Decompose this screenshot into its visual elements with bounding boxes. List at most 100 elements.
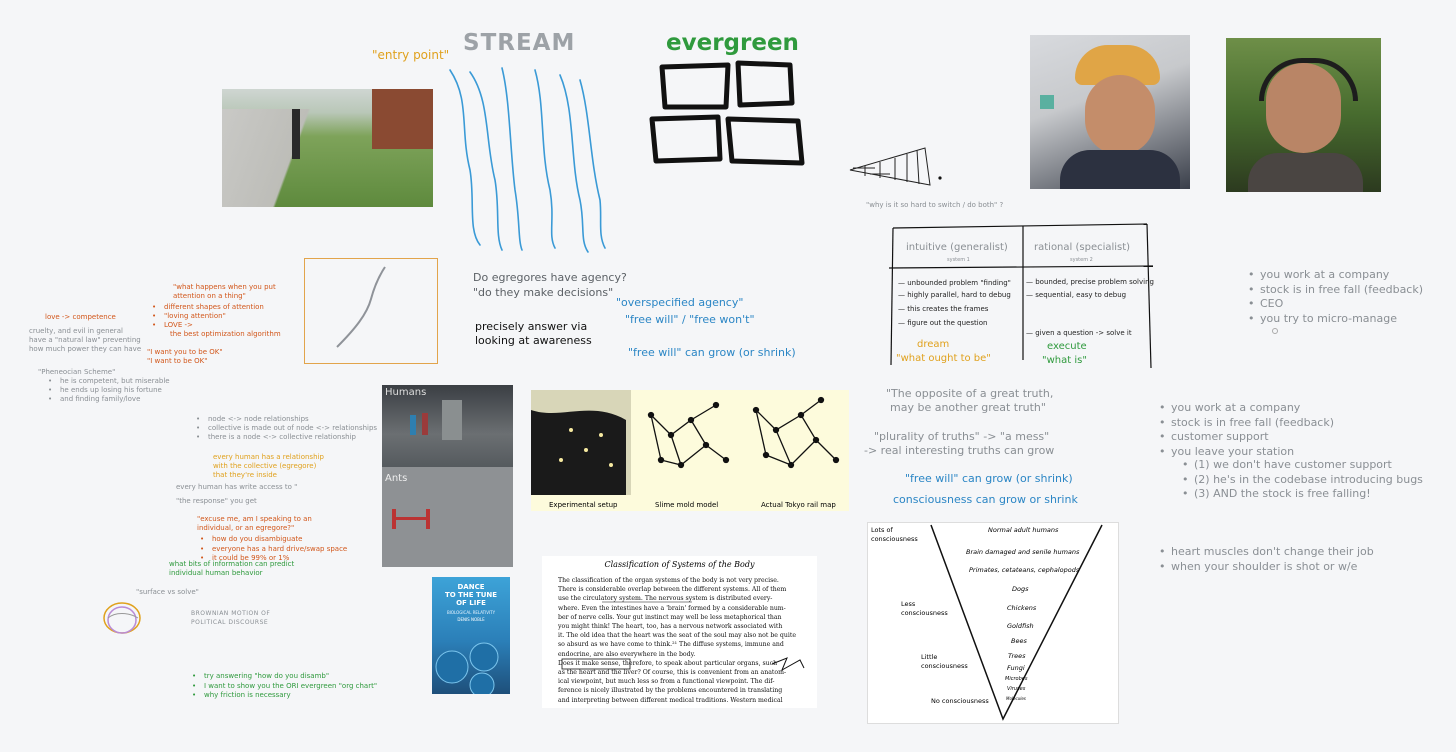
- empty-sub-bullet: [1272, 328, 1278, 334]
- cruelty-1: cruelty, and evil in general: [29, 327, 123, 335]
- cruelty-2: have a "natural law" preventing: [29, 336, 141, 344]
- list-item: "loving attention": [152, 312, 264, 321]
- list-item: collective is made out of node <-> relat…: [196, 424, 377, 433]
- what-ought-label: "what ought to be": [896, 353, 991, 364]
- pheno-list: he is competent, but miserable he ends u…: [48, 377, 170, 404]
- item-normal-humans: Normal adult humans: [988, 526, 1058, 534]
- plurality-line-2: -> real interesting truths can grow: [864, 444, 1054, 457]
- person-photo-2: [1226, 38, 1381, 192]
- intuitive-row-1: — unbounded problem "finding": [898, 279, 1011, 287]
- list-item: node <-> node relationships: [196, 415, 377, 424]
- item-microbes: Microbes: [1005, 676, 1027, 682]
- bits-info-2: individual human behavior: [169, 569, 263, 577]
- list-item: how do you disambiguate: [200, 535, 347, 545]
- list-item: CEO: [1248, 297, 1423, 312]
- write-access: every human has write access to ": [176, 483, 297, 491]
- ants-photo: Ants: [382, 467, 513, 567]
- brownian-2: POLITICAL DISCOURSE: [191, 619, 268, 626]
- body-list: heart muscles don't change their job whe…: [1159, 545, 1374, 574]
- consciousness-grow: consciousness can grow or shrink: [893, 493, 1078, 506]
- brownian-1: BROWNIAN MOTION OF: [191, 610, 270, 617]
- want-ok-2: "I want to be OK": [147, 357, 207, 365]
- rational-row-3: — given a question -> solve it: [1026, 329, 1132, 337]
- list-item: he ends up losing his fortune: [48, 386, 170, 395]
- every-human-2: with the collective (egregore): [213, 462, 316, 470]
- entry-point-label: "entry point": [372, 48, 449, 62]
- list-item: you try to micro-manage: [1248, 312, 1423, 327]
- list-item: he is competent, but miserable: [48, 377, 170, 386]
- dream-label: dream: [917, 339, 949, 350]
- list-item: heart muscles don't change their job: [1159, 545, 1374, 560]
- list-item: (1) we don't have customer support: [1182, 458, 1423, 473]
- rational-row-2: — sequential, easy to debug: [1026, 291, 1126, 299]
- list-item: I want to show you the ORI evergreen "or…: [192, 682, 377, 692]
- item-bees: Bees: [1011, 637, 1027, 645]
- truth-line-2: may be another great truth": [890, 401, 1046, 414]
- egregores-question: Do egregores have agency?: [473, 271, 627, 284]
- evergreen-title: evergreen: [666, 30, 799, 56]
- level-less-1: Less: [901, 600, 915, 608]
- humans-label: Humans: [385, 387, 426, 398]
- level-little-2: consciousness: [921, 662, 968, 670]
- what-is-label: "what is": [1042, 355, 1087, 366]
- free-will-free-wont: "free will" / "free won't": [625, 313, 755, 326]
- company-sublist: (1) we don't have customer support (2) h…: [1182, 458, 1423, 502]
- item-fungi: Fungi: [1007, 664, 1025, 672]
- execute-label: execute: [1047, 341, 1087, 352]
- rational-row-1: — bounded, precise problem solving: [1026, 278, 1154, 286]
- book-subtitle: BIOLOGICAL RELATIVITY: [432, 610, 510, 615]
- list-item: why friction is necessary: [192, 691, 377, 701]
- list-item: stock is in free fall (feedback): [1248, 283, 1423, 298]
- node-list: node <-> node relationships collective i…: [196, 415, 377, 442]
- what-happens-1: "what happens when you put: [173, 283, 276, 291]
- evergreen-sketch: [640, 55, 815, 170]
- want-ok-1: "I want you to be OK": [147, 348, 223, 356]
- list-item: you work at a company: [1248, 268, 1423, 283]
- love-competence: love -> competence: [45, 313, 116, 321]
- company-list-1: you work at a company stock is in free f…: [1248, 268, 1423, 326]
- excuse-2: individual, or an egregore?": [197, 524, 294, 532]
- overspecified-agency: "overspecified agency": [616, 296, 743, 309]
- precisely-answer: precisely answer via: [475, 320, 587, 333]
- item-dogs: Dogs: [1012, 585, 1029, 593]
- item-chickens: Chickens: [1007, 604, 1036, 612]
- looking-awareness: looking at awareness: [475, 334, 592, 347]
- level-little-1: Little: [921, 653, 937, 661]
- book-title-2: TO THE TUNE: [432, 591, 510, 599]
- list-item: different shapes of attention: [152, 303, 264, 312]
- egregores-decisions: "do they make decisions": [473, 286, 613, 299]
- system2-label: system 2: [1070, 257, 1093, 263]
- item-molecules: Molecules: [1006, 696, 1026, 701]
- slime-caption-3: Actual Tokyo rail map: [761, 501, 836, 509]
- try-list: try answering "how do you disamb" I want…: [192, 672, 377, 701]
- item-primates: Primates, cetateans, cephalopods: [969, 566, 1079, 574]
- level-less-2: consciousness: [901, 609, 948, 617]
- truth-line-1: "The opposite of a great truth,: [886, 387, 1053, 400]
- intuitive-title: intuitive (generalist): [906, 242, 1008, 253]
- system1-label: system 1: [947, 257, 970, 263]
- list-item: (3) AND the stock is free falling!: [1182, 487, 1423, 502]
- intuitive-row-4: — figure out the question: [898, 319, 987, 327]
- bits-info-1: what bits of information can predict: [169, 560, 294, 568]
- attention-list: different shapes of attention "loving at…: [152, 303, 264, 330]
- document-annotations: [542, 556, 817, 708]
- free-will-grow-1: "free will" can grow (or shrink): [628, 346, 796, 359]
- list-item: there is a node <-> collective relations…: [196, 433, 377, 442]
- person-photo-1: [1030, 35, 1190, 189]
- book-title-1: DANCE: [432, 583, 510, 591]
- why-switch-note: "why is it so hard to switch / do both" …: [866, 201, 1003, 209]
- slime-mold-figure: Experimental setup Slime mold model Actu…: [531, 390, 849, 511]
- intuitive-row-2: — highly parallel, hard to debug: [898, 291, 1011, 299]
- excuse-1: "excuse me, am I speaking to an: [197, 515, 312, 523]
- list-item: everyone has a hard drive/swap space: [200, 545, 347, 555]
- item-trees: Trees: [1008, 652, 1026, 660]
- list-item: when your shoulder is shot or w/e: [1159, 560, 1374, 575]
- document-excerpt: Classification of Systems of the Body Th…: [542, 556, 817, 708]
- every-human-1: every human has a relationship: [213, 453, 324, 461]
- brain-doodle-icon: [100, 598, 145, 640]
- intuitive-row-3: — this creates the frames: [898, 305, 988, 313]
- best-optimization: the best optimization algorithm: [170, 330, 281, 338]
- level-lots-2: consciousness: [871, 535, 918, 543]
- item-goldfish: Goldfish: [1007, 622, 1034, 630]
- surface-vs-solve: "surface vs solve": [136, 588, 199, 596]
